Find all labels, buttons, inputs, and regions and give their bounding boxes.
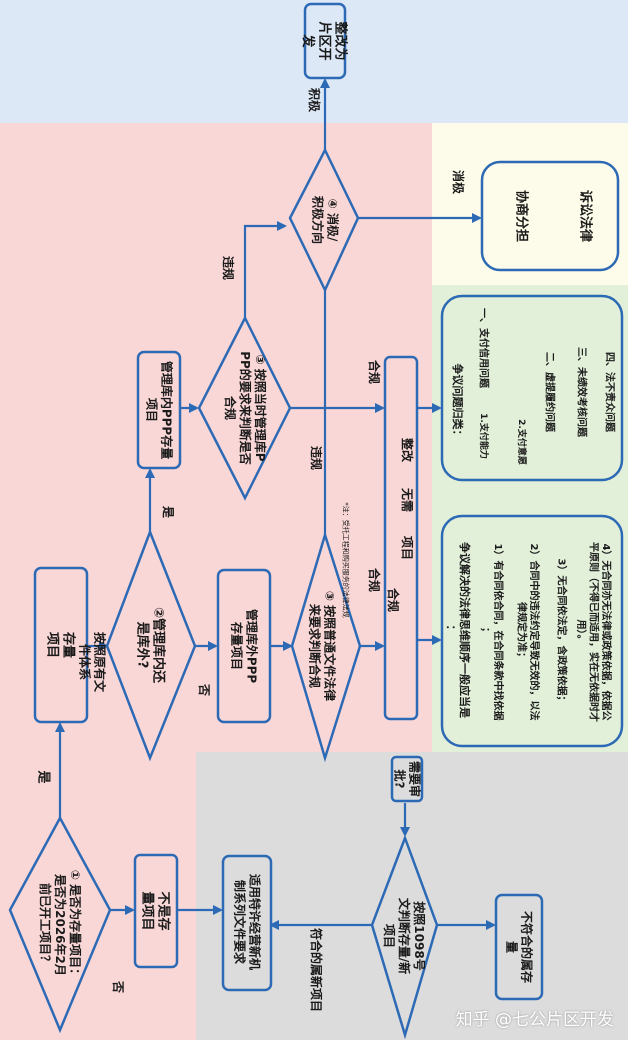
n4-diamond-text: ④ 消极/积极方向 [310,196,340,244]
watermark-text: 知乎 @七公片区开发 [455,1010,614,1030]
node-stock-project [33,566,89,724]
node-dispute-categories [440,294,624,482]
label-yes2: 是 [161,505,175,519]
label-violation-bottom: 违规 [309,446,324,470]
label-yes: 是 [35,769,50,784]
n3-bottom-text: ③ 按照普通文件法律来要求判断合规 [307,591,337,701]
dispute-item-1a: 1.支付能力 [478,413,490,459]
law-title: 争议解决的法律思维顺序一般应当是： [444,542,472,719]
label-positive: 积极 [307,88,322,113]
label-no2: 否 [197,683,211,696]
decision-n3-bottom-diamond [290,530,362,763]
new-mech-text: 适用特许经营新机制系列文件要求 [232,874,262,970]
decision-is-stock-diamond [8,815,112,1034]
node-not-stock [133,853,179,969]
node-not-meet [494,893,544,1001]
dispute-item-1: 一、支付信用问题 [478,308,491,389]
edge-n3top-to-n4 [243,221,287,318]
negative-item-2: 诉讼法律 [577,190,593,242]
compliance-bottom: 无需 [400,487,414,512]
label-violation-top: 违规 [221,256,236,280]
stock-text: 存量项目 [44,632,76,658]
compliance-mid: 项目 [400,536,414,560]
out-lib-text: 管理库外PPP存量项目 [229,609,259,684]
law-line-4: 4）无合同亦无法律或政策依据，依据公平原则（不得已而适用，实在无依据时才用）。 [575,542,613,722]
in-lib-text: 管理库内PPP存量项目 [144,361,174,459]
label-need-approval: 需要审批? [392,761,422,797]
label-no: 否 [111,980,125,993]
node-need-approval [390,755,424,803]
label-compliant-bottom: 合规 [367,568,382,592]
node-negative-options [480,160,620,272]
dispute-item-3: 三、未绩效考核问题 [576,347,589,438]
n3-bottom-note: *注：受托工程和购买服务的法律法规 [342,502,351,618]
node-rectify [303,2,347,80]
dispute-item-2: 二、虚提履约问题 [544,352,557,433]
dispute-item-1b: 2.支付意愿 [516,419,528,465]
label-per-file: 按照原有文件体系 [77,632,107,693]
law-line-1: 1）有合同依合同，在合同条款中找依据； [479,544,505,721]
negative-item-1: 协商分担 [513,190,529,242]
decision-1098-diamond [370,834,439,1040]
rectify-text: 整改为片区开发 [300,20,349,60]
decision-n3-top-diamond [197,315,292,501]
node-in-lib [136,350,182,470]
diamond-1098-text: 按照1098号文判断存量/新项目 [382,898,427,974]
node-compliance [383,355,419,721]
node-out-lib [216,568,272,724]
n3-top-text: ③ 按照当时管理库PPP的要求来判断是否合规 [223,351,268,465]
dispute-item-4: 四、法不责众问题 [604,352,617,433]
label-meets-new: 符合的属新项目 [309,928,324,1012]
decision-in-out-lib-diamond [105,528,197,762]
not-meet-text: 不符合的属存量 [504,911,534,983]
n1-diamond-text: ① 是否为存量项目：是否为2026年2月前已开工项目？ [38,870,83,980]
node-new-mechanism [221,854,273,992]
label-negative: 消极 [451,170,466,195]
compliance-left: 合规 [386,588,401,612]
n2-diamond-text: ②管理库内还是库外? [134,607,166,684]
node-law-order [440,514,624,748]
law-line-3: 3）无合同依法定，含政策依据； [556,559,569,706]
dispute-title: 争议问题归类： [451,364,465,441]
not-stock-text: 不是存量项目 [139,891,171,930]
law-line-2: 2）合同中的违法约定导致无效的，以法律规定为准； [515,544,541,721]
compliance-right: 整改 [400,437,415,463]
decision-n4-diamond [288,147,360,293]
label-compliant-top: 合规 [367,360,382,384]
